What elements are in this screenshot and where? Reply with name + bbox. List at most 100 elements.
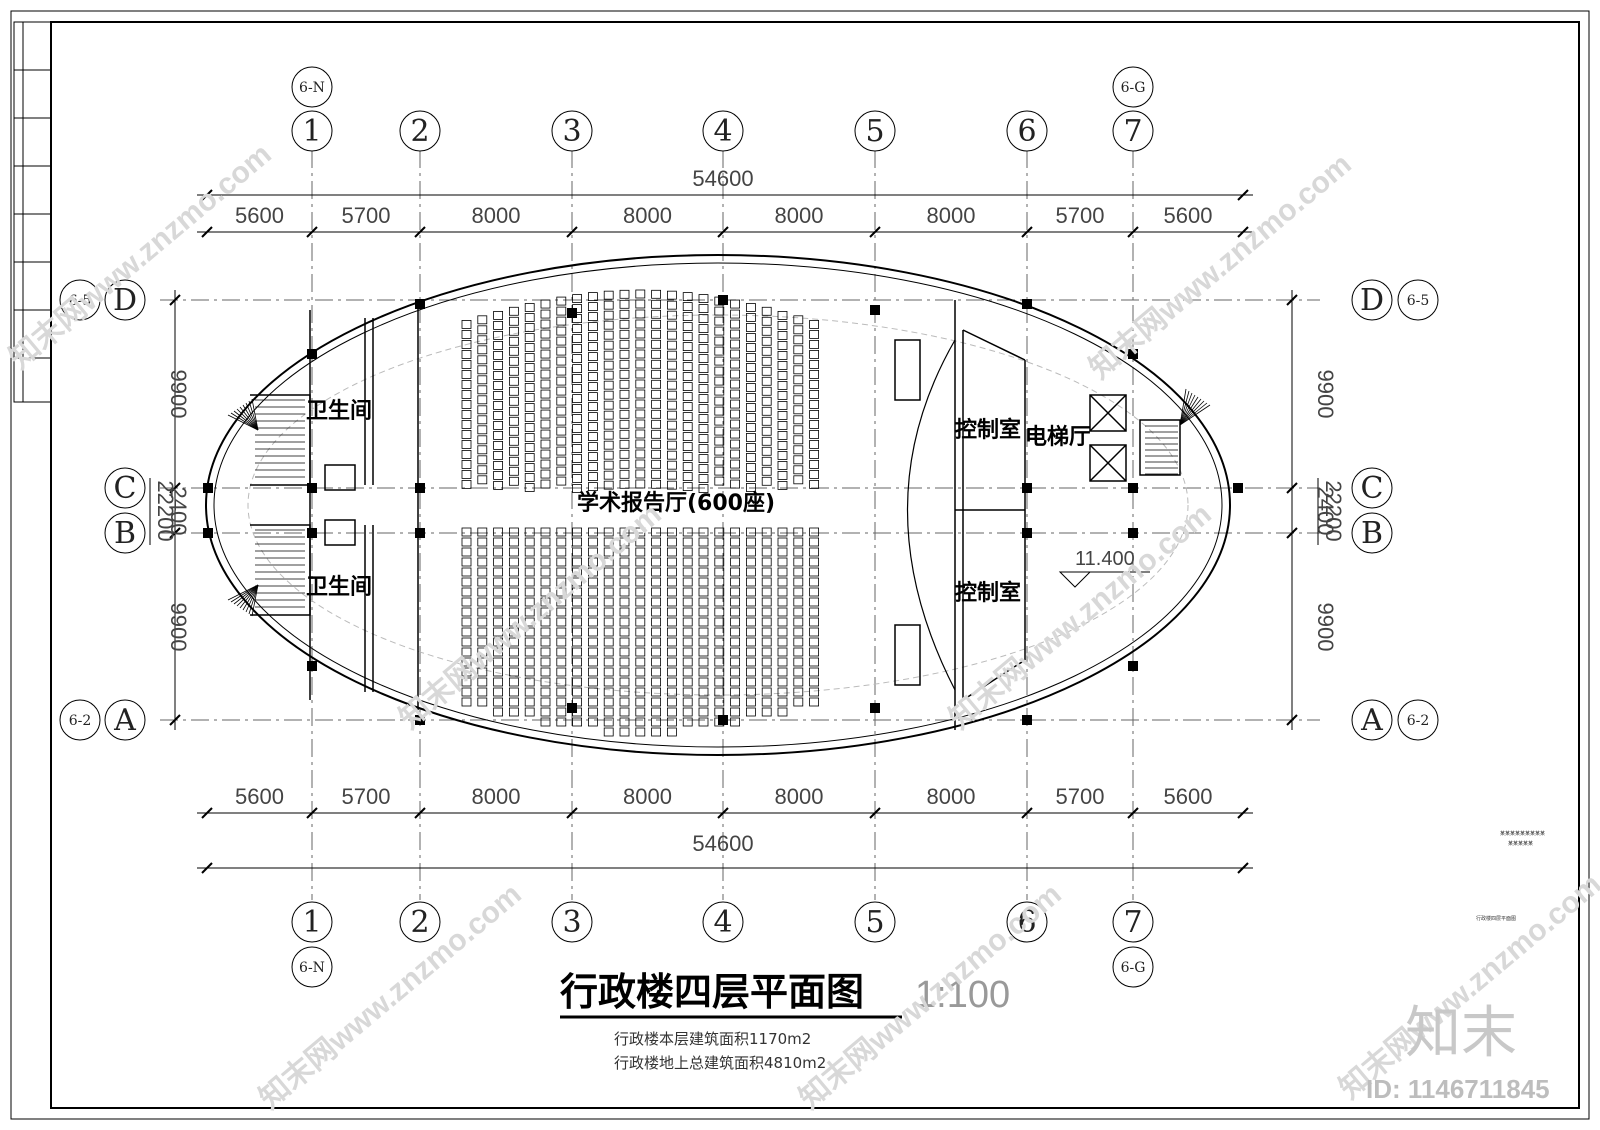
seat xyxy=(746,647,756,657)
seat xyxy=(619,419,630,429)
auditorium-seating xyxy=(461,289,819,737)
seat xyxy=(730,597,740,607)
seat xyxy=(508,326,519,336)
axis-bubble-bottom-5-text: 5 xyxy=(865,905,884,940)
seat xyxy=(761,436,772,446)
seat xyxy=(761,637,772,647)
stamp-line-3: 行政楼四层平面图 xyxy=(1476,915,1516,922)
seat xyxy=(603,527,614,537)
seat xyxy=(746,657,756,667)
seat xyxy=(793,375,804,385)
seat xyxy=(508,416,519,426)
seat xyxy=(540,697,551,707)
seat xyxy=(508,336,519,346)
dim-tick xyxy=(1237,189,1249,201)
dim-label-segment: 8000 xyxy=(927,203,976,228)
seat xyxy=(572,474,582,483)
seat xyxy=(809,460,819,469)
seat xyxy=(746,617,756,627)
seat xyxy=(508,577,519,587)
seat xyxy=(508,637,519,647)
seat xyxy=(588,657,598,667)
seat xyxy=(793,445,804,455)
seat xyxy=(793,557,804,567)
seat xyxy=(508,647,519,657)
axis-bubble-left-A-circle xyxy=(104,699,146,741)
seat xyxy=(588,352,598,361)
seat xyxy=(793,465,804,475)
dim-label-total: 54600 xyxy=(692,166,753,191)
seat xyxy=(667,420,677,430)
seat xyxy=(540,557,551,567)
seat xyxy=(761,356,772,366)
seat xyxy=(619,717,630,727)
seat xyxy=(809,567,819,577)
axis-bubble-top-2: 2 xyxy=(399,110,441,152)
seat xyxy=(777,311,788,320)
seat xyxy=(793,415,804,425)
seat xyxy=(493,577,504,587)
seat xyxy=(477,425,488,435)
seat xyxy=(477,325,488,335)
seat xyxy=(809,430,819,439)
seat xyxy=(619,389,630,399)
seat xyxy=(508,366,519,376)
seat xyxy=(556,667,567,677)
seat xyxy=(540,329,551,339)
dim-tick xyxy=(717,226,729,238)
seat xyxy=(698,607,709,617)
seat xyxy=(698,294,709,303)
seat xyxy=(777,657,788,667)
seat xyxy=(714,336,725,346)
seat xyxy=(588,462,598,471)
seat xyxy=(493,557,504,567)
seat xyxy=(556,617,567,627)
seat xyxy=(667,697,677,707)
axis-bubble-top-1: 1 xyxy=(291,110,333,152)
axis-bubble-left-C-text: C xyxy=(114,471,137,506)
stair-winder xyxy=(1179,396,1199,426)
seat xyxy=(572,557,582,567)
seat xyxy=(540,399,551,409)
seat xyxy=(809,330,819,339)
seat xyxy=(572,454,582,463)
level-mark: 11.400 xyxy=(1058,548,1150,588)
axis-bubble-bottom-2: 2 xyxy=(399,901,441,943)
seat xyxy=(714,466,725,476)
seat xyxy=(508,607,519,617)
dim-label-segment: 5600 xyxy=(235,203,284,228)
stair-winder xyxy=(239,584,259,609)
seat xyxy=(572,567,582,577)
seat xyxy=(461,607,472,617)
seat xyxy=(588,472,598,481)
seat xyxy=(461,637,472,647)
seat xyxy=(540,527,551,537)
seat xyxy=(761,587,772,597)
seat xyxy=(761,527,772,537)
seat xyxy=(461,350,472,359)
seat xyxy=(730,627,740,637)
seat xyxy=(619,697,630,707)
seat xyxy=(619,677,630,687)
seat xyxy=(477,345,488,355)
seat xyxy=(682,332,693,341)
seat xyxy=(777,527,788,537)
room-label-auditorium: 学术报告厅(600座) xyxy=(577,490,775,516)
seat xyxy=(635,547,646,557)
seat xyxy=(588,627,598,637)
seat xyxy=(461,557,472,567)
seat xyxy=(508,346,519,356)
seat xyxy=(682,392,693,401)
seat xyxy=(603,390,614,400)
seat xyxy=(682,567,693,577)
seat xyxy=(524,587,535,597)
seat xyxy=(588,372,598,381)
dim-label-segment: 8000 xyxy=(775,203,824,228)
seat xyxy=(588,717,598,727)
seat xyxy=(761,627,772,637)
seat xyxy=(572,344,582,353)
seat xyxy=(572,294,582,303)
seat xyxy=(730,717,740,727)
seat xyxy=(493,657,504,667)
